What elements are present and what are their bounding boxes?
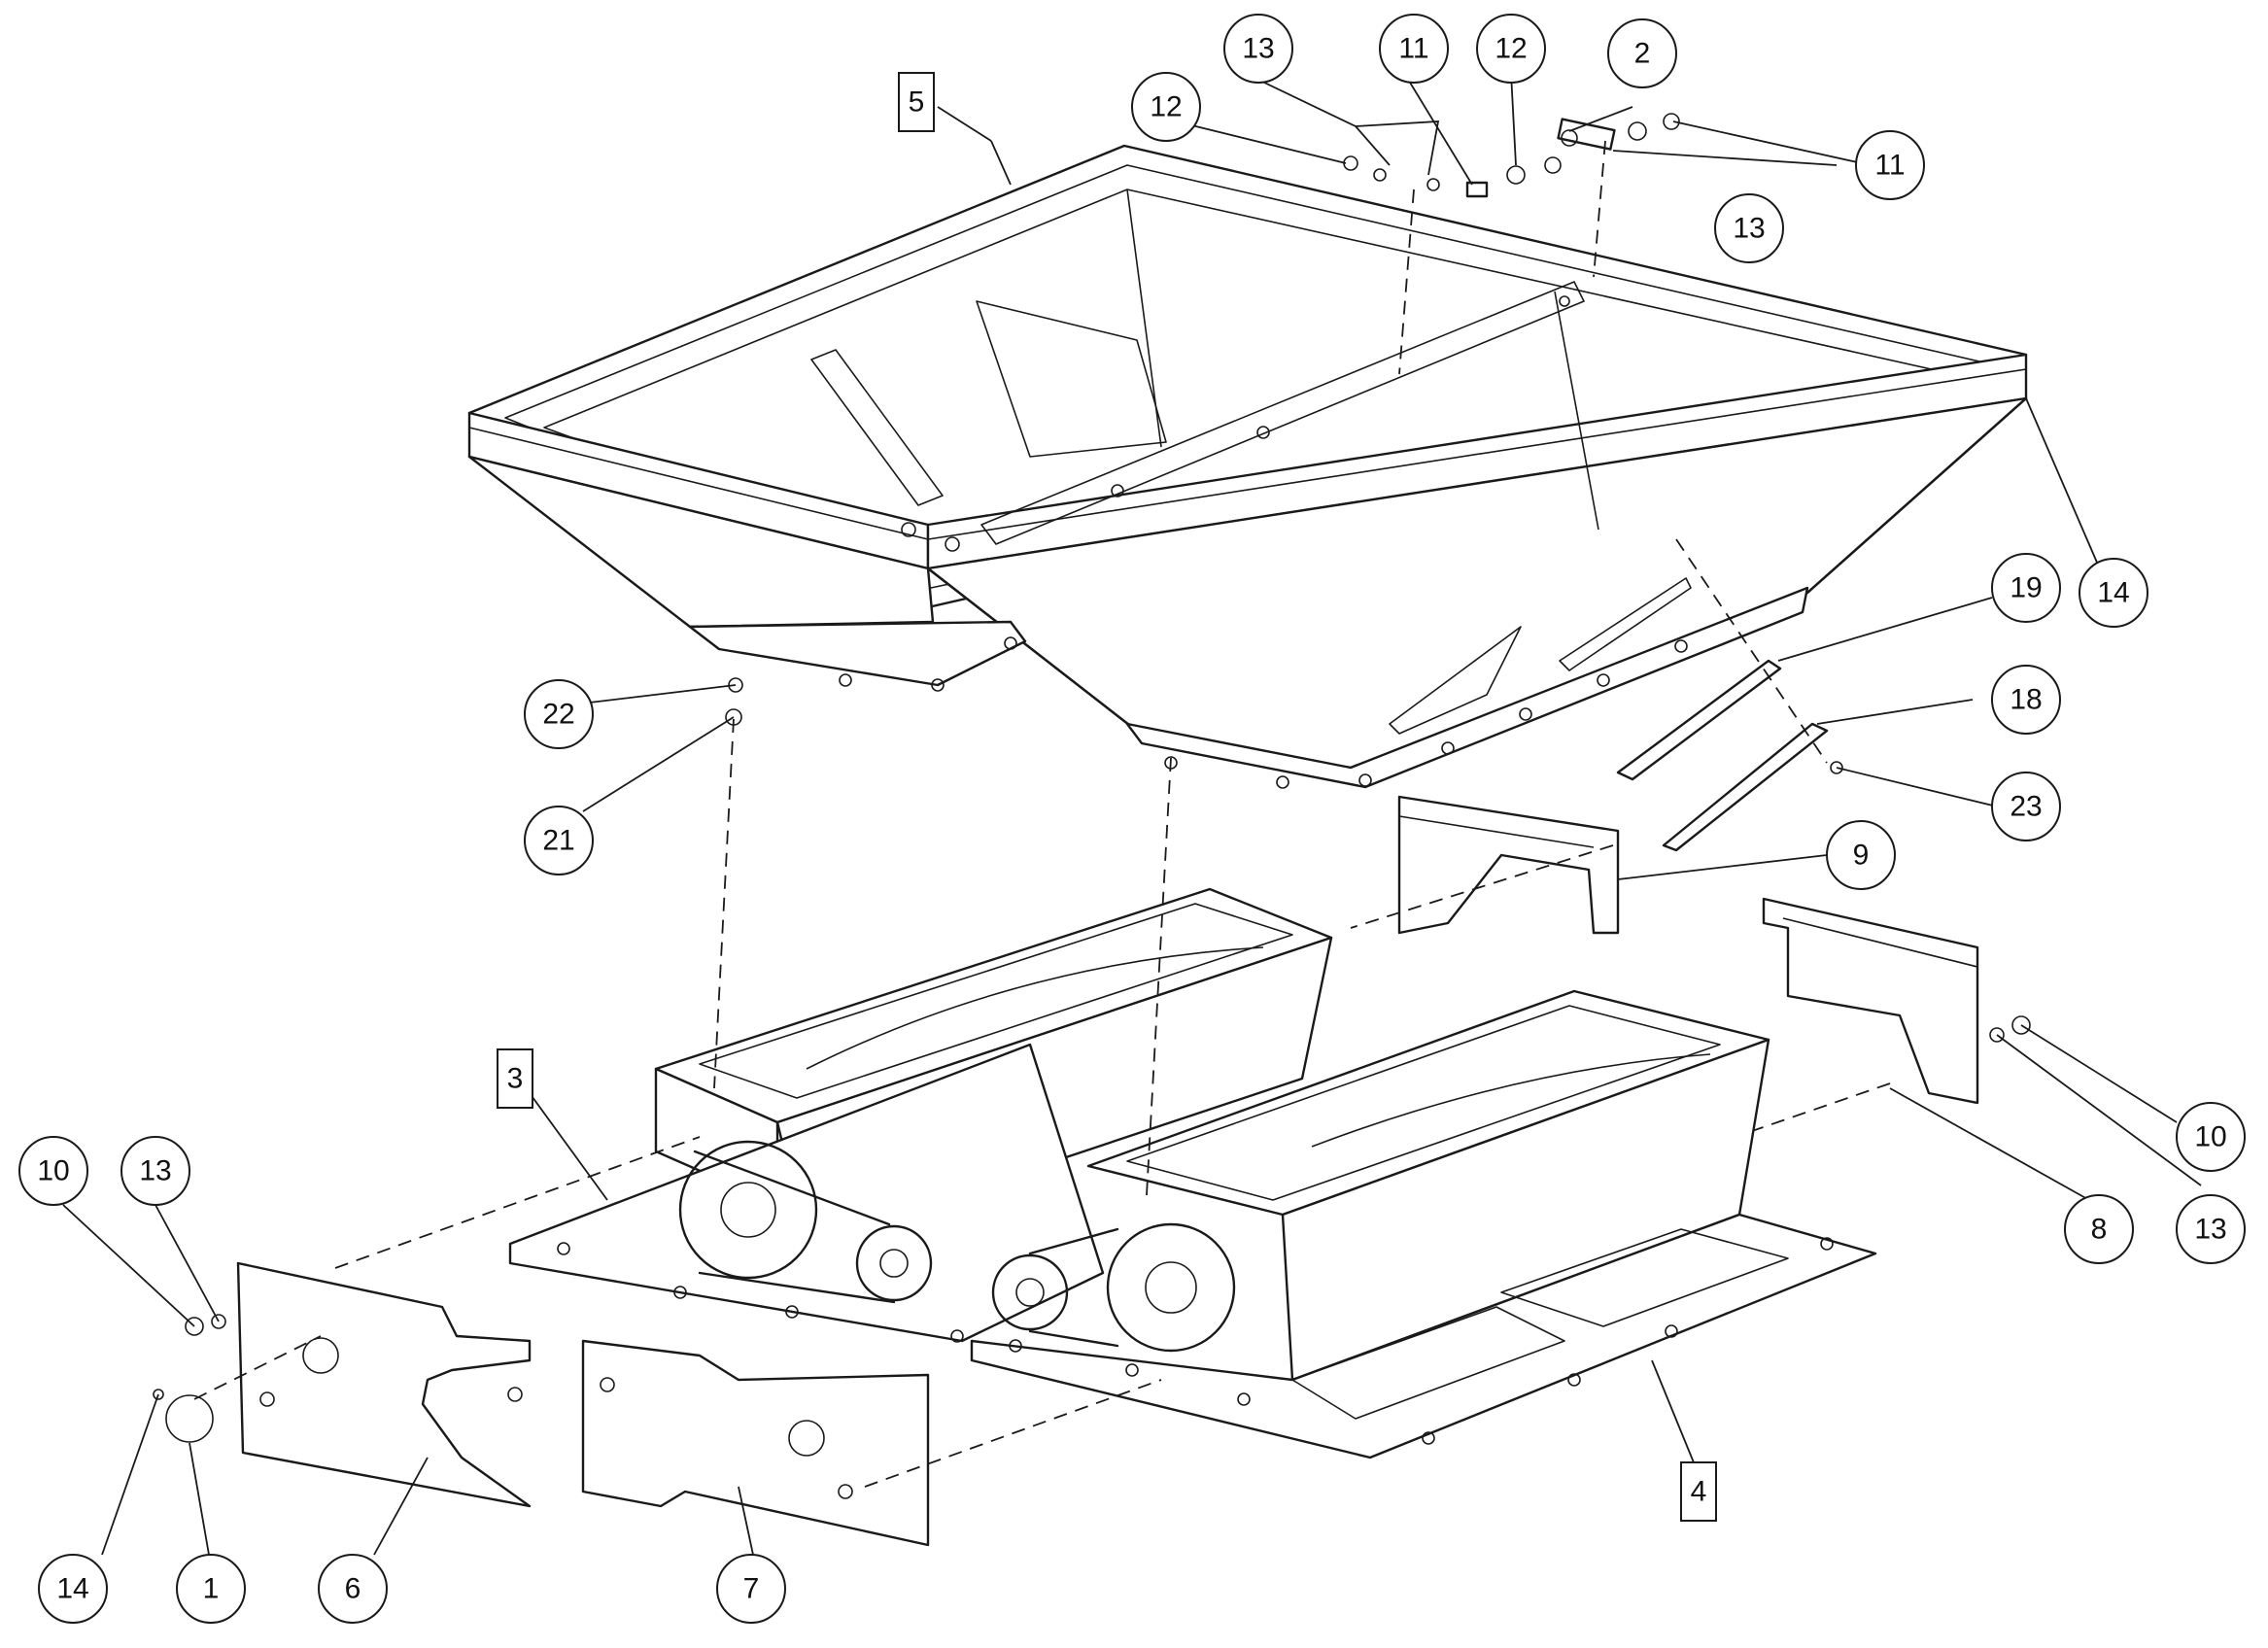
- assembly-box-4: 4: [1680, 1461, 1717, 1522]
- front-guards: [153, 1136, 1162, 1547]
- callout-8: 8: [2064, 1194, 2134, 1264]
- callout-10: 10: [18, 1136, 88, 1206]
- callout-20: 19: [1991, 553, 2061, 623]
- callout-22: 22: [524, 679, 594, 749]
- callout-19: 18: [1991, 665, 2061, 735]
- svg-text:7: 7: [743, 1573, 760, 1605]
- callout-21: 21: [524, 806, 594, 876]
- svg-text:1: 1: [203, 1573, 220, 1605]
- callout-12: 12: [1476, 14, 1546, 84]
- leader-lines: [62, 67, 2202, 1556]
- svg-text:19: 19: [2010, 572, 2042, 604]
- callout-12: 12: [1131, 72, 1201, 142]
- base-plate-studs: [557, 1237, 1834, 1445]
- callouts: 13 11 12 2 12 11 13 14 19 18 23 9 22 21 …: [18, 14, 2246, 1624]
- small-panels: [1616, 538, 1843, 852]
- svg-text:11: 11: [1398, 33, 1428, 65]
- svg-text:12: 12: [1150, 91, 1182, 123]
- callout-23: 23: [1991, 772, 2061, 841]
- svg-text:13: 13: [2194, 1214, 2226, 1246]
- svg-text:13: 13: [139, 1155, 171, 1187]
- svg-text:6: 6: [345, 1573, 361, 1605]
- hopper-flange-bolts: [839, 636, 1688, 789]
- callout-7: 7: [716, 1554, 786, 1624]
- callout-13: 13: [1223, 14, 1293, 84]
- callout-9: 9: [1826, 820, 1896, 890]
- svg-text:4: 4: [1691, 1476, 1707, 1508]
- svg-text:8: 8: [2091, 1214, 2108, 1246]
- callout-6: 6: [318, 1554, 388, 1624]
- svg-text:12: 12: [1495, 33, 1527, 65]
- svg-text:5: 5: [909, 86, 925, 119]
- svg-text:2: 2: [1634, 38, 1651, 70]
- callout-13: 13: [120, 1136, 190, 1206]
- callout-13: 13: [1714, 193, 1784, 263]
- assembly-box-3: 3: [497, 1048, 533, 1109]
- callout-14: 14: [38, 1554, 108, 1624]
- svg-text:13: 13: [1242, 33, 1274, 65]
- svg-text:14: 14: [2097, 577, 2129, 609]
- guard-covers: [1350, 795, 2031, 1133]
- svg-text:13: 13: [1733, 213, 1765, 245]
- svg-text:9: 9: [1853, 840, 1870, 872]
- callout-13: 13: [2176, 1194, 2246, 1264]
- callout-11: 11: [1855, 130, 1925, 200]
- svg-text:22: 22: [542, 699, 574, 731]
- svg-text:10: 10: [37, 1155, 69, 1187]
- callout-10: 10: [2176, 1102, 2246, 1172]
- svg-text:11: 11: [1874, 150, 1905, 182]
- callout-1: 1: [176, 1554, 246, 1624]
- svg-text:23: 23: [2010, 791, 2042, 823]
- callout-2: 2: [1607, 18, 1677, 88]
- svg-text:14: 14: [56, 1573, 88, 1605]
- svg-text:21: 21: [542, 825, 574, 857]
- metering-units: [508, 718, 1877, 1459]
- svg-text:18: 18: [2010, 684, 2042, 716]
- callout-11: 11: [1379, 14, 1449, 84]
- assembly-boxes: 5 3 4: [497, 72, 1717, 1522]
- callout-18: 14: [2079, 558, 2148, 628]
- hopper-assembly: [467, 144, 2028, 789]
- assembly-box-5: 5: [898, 72, 935, 132]
- svg-text:10: 10: [2194, 1121, 2226, 1153]
- svg-text:3: 3: [507, 1063, 524, 1095]
